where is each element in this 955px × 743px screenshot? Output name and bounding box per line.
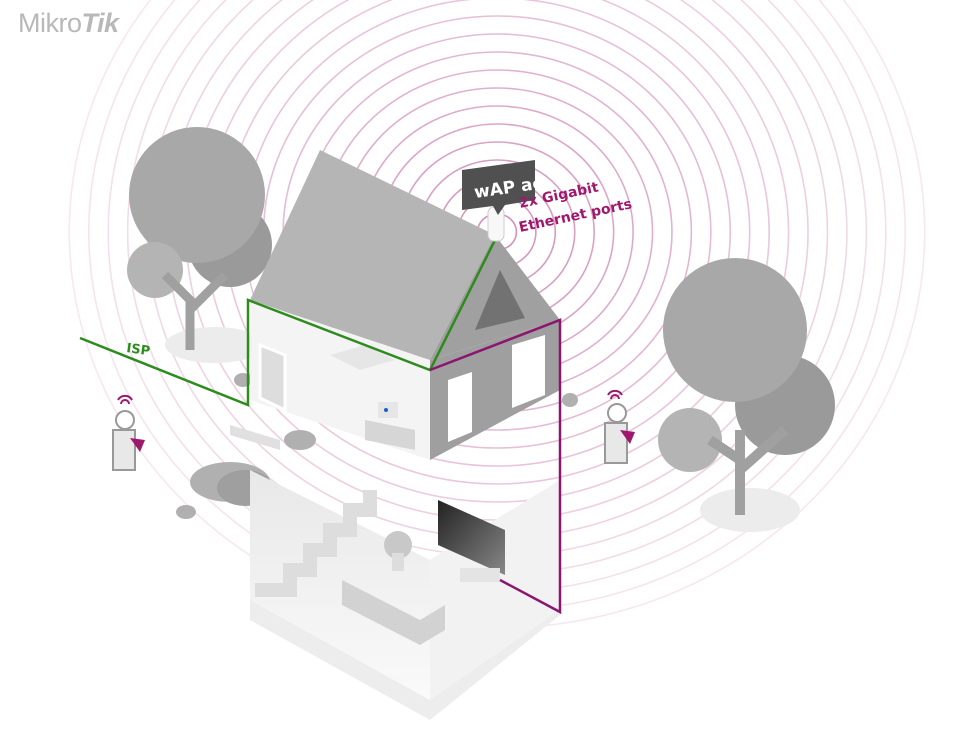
tree-left <box>127 127 272 363</box>
logo-part2: Tik <box>81 8 120 38</box>
logo-part1: Mikro <box>18 8 82 38</box>
mikrotik-logo: MikroTik <box>18 8 119 39</box>
person-left <box>112 394 145 471</box>
isp-label: ISP <box>125 341 151 359</box>
house <box>79 150 562 720</box>
wap-ac-device <box>462 160 535 242</box>
tree-right <box>658 258 835 532</box>
person-right <box>604 389 635 464</box>
